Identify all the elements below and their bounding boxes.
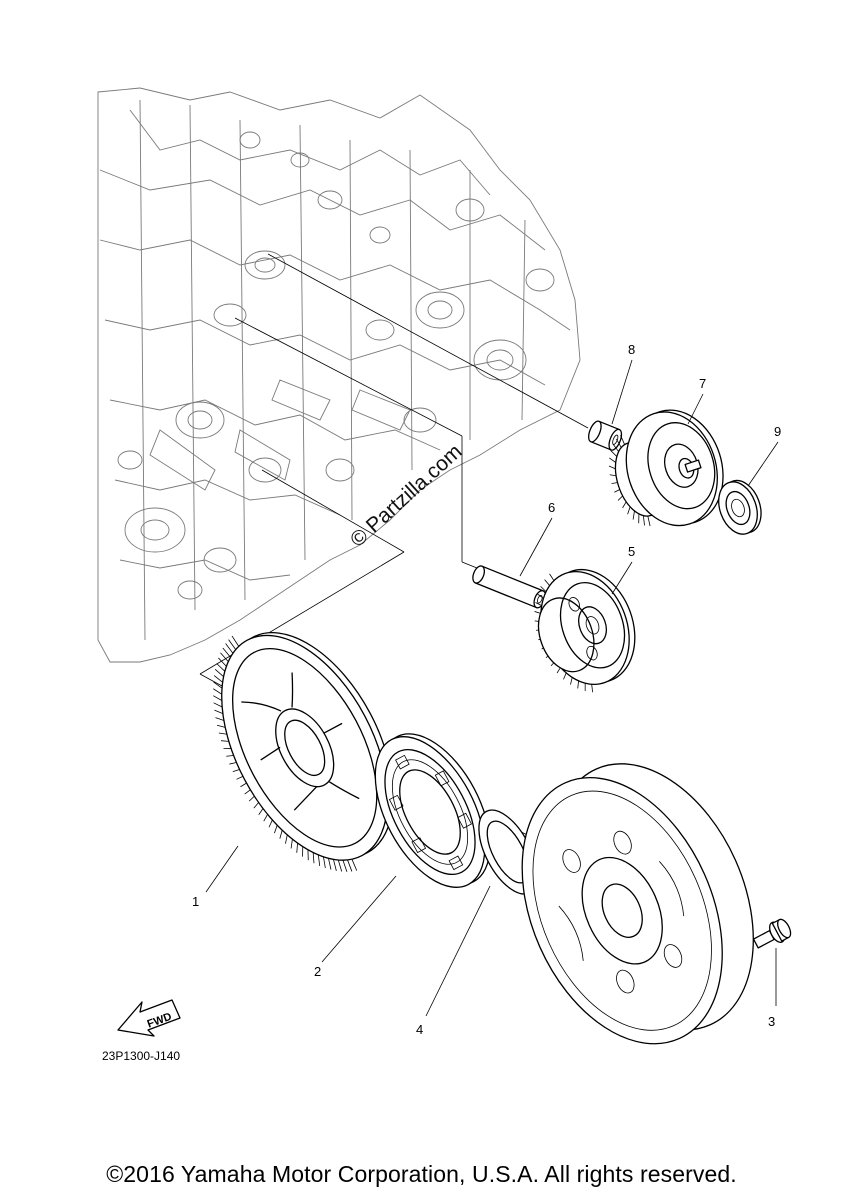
callout-1: 1 (192, 845, 239, 909)
part-8-bushing (588, 420, 623, 451)
callout-2: 2 (314, 875, 397, 979)
svg-text:© Partzilla.com: © Partzilla.com (346, 440, 467, 552)
part-1-starter-wheel-gear (213, 631, 394, 872)
svg-text:3: 3 (768, 1014, 775, 1029)
watermark: © Partzilla.com (346, 440, 467, 552)
part-5-idler-gear (534, 568, 636, 693)
callout-3: 3 (768, 948, 777, 1029)
callout-4: 4 (416, 885, 491, 1037)
engine-crankcase (97, 87, 581, 663)
diagram-reference-code: 23P1300-J140 (102, 1049, 180, 1063)
svg-text:1: 1 (192, 894, 199, 909)
svg-text:4: 4 (416, 1022, 423, 1037)
callout-5: 5 (611, 544, 635, 595)
callout-7: 7 (687, 376, 706, 425)
svg-text:8: 8 (628, 342, 635, 357)
svg-text:9: 9 (774, 424, 781, 439)
part-3-bolt (752, 918, 792, 949)
copyright-notice: ©2016 Yamaha Motor Corporation, U.S.A. A… (106, 1161, 737, 1187)
callout-8: 8 (611, 342, 635, 425)
svg-text:2: 2 (314, 964, 321, 979)
callouts: 1 2 3 4 5 6 7 8 (192, 342, 781, 1037)
rotor-drum (521, 763, 754, 1045)
fwd-arrow-icon: FWD (117, 999, 181, 1037)
svg-text:7: 7 (699, 376, 706, 391)
svg-text:6: 6 (548, 500, 555, 515)
svg-text:5: 5 (628, 544, 635, 559)
part-2-one-way-clutch (374, 733, 491, 888)
part-9-bearing (718, 479, 762, 535)
callout-9: 9 (747, 424, 781, 487)
part-7-starter-gear (608, 409, 724, 527)
callout-6: 6 (519, 500, 555, 577)
